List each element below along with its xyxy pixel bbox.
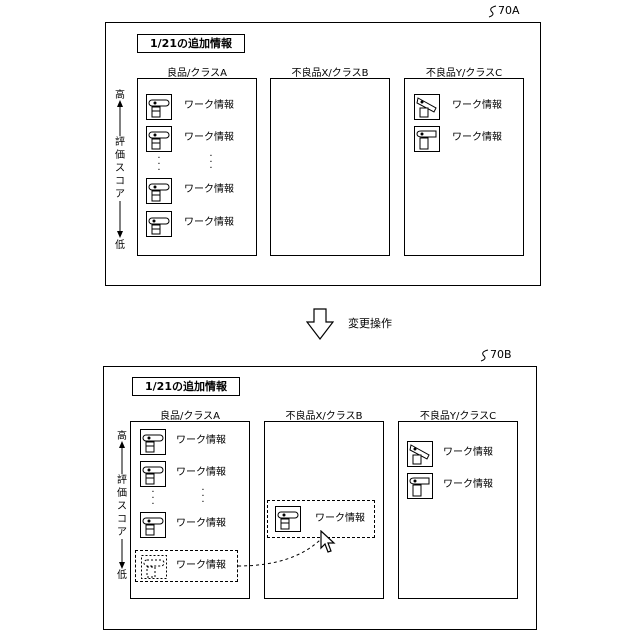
workpiece-icon (275, 506, 301, 532)
ellipsis-vertical: ··· (154, 156, 164, 174)
column-header-class-a: 良品/クラスA (137, 64, 257, 79)
leader-line-icon (486, 4, 498, 18)
leader-line-icon (478, 348, 490, 362)
work-info-label: ワーク情報 (443, 475, 493, 495)
work-info-label: ワーク情報 (184, 128, 234, 148)
ellipsis-vertical: ··· (148, 490, 158, 508)
column-header-class-b: 不良品X/クラスB (270, 64, 390, 79)
workpiece-icon (146, 94, 172, 120)
change-operation-label: 変更操作 (348, 315, 392, 331)
ellipsis-vertical: ··· (206, 154, 216, 172)
workpiece-icon (146, 178, 172, 204)
column-header-class-b: 不良品X/クラスB (264, 407, 384, 422)
date-badge: 1/21の追加情報 (132, 377, 240, 396)
axis-high-label: 高 (114, 86, 126, 101)
axis-high-label: 高 (116, 427, 128, 442)
defective-workpiece-icon (407, 441, 433, 467)
axis-score-label: 評価スコア (116, 474, 128, 539)
work-info-label: ワーク情報 (184, 180, 234, 200)
date-badge: 1/21の追加情報 (137, 34, 245, 53)
defective-workpiece-icon (414, 94, 440, 120)
reference-text: 70A (498, 4, 520, 17)
workpiece-icon (140, 429, 166, 455)
work-info-label: ワーク情報 (443, 443, 493, 463)
column-header-class-c: 不良品Y/クラスC (398, 407, 518, 422)
work-info-label: ワーク情報 (176, 556, 226, 576)
column-header-class-c: 不良品Y/クラスC (404, 64, 524, 79)
work-info-label: ワーク情報 (176, 514, 226, 534)
work-info-label: ワーク情報 (176, 431, 226, 451)
work-info-label: ワーク情報 (452, 128, 502, 148)
workpiece-icon (146, 211, 172, 237)
work-info-label: ワーク情報 (452, 96, 502, 116)
column-header-class-a: 良品/クラスA (130, 407, 250, 422)
reference-text: 70B (490, 348, 512, 361)
ellipsis-vertical: ··· (198, 488, 208, 506)
change-operation-arrow-icon (306, 308, 334, 340)
ghost-work-item[interactable]: ワーク情報 (135, 550, 238, 582)
work-info-label: ワーク情報 (184, 96, 234, 116)
work-info-label: ワーク情報 (184, 213, 234, 233)
workpiece-icon (140, 512, 166, 538)
reference-label-70b: 70B (478, 348, 512, 362)
work-info-label: ワーク情報 (315, 509, 365, 529)
workpiece-icon (146, 126, 172, 152)
column-class-b[interactable] (270, 78, 390, 256)
mouse-cursor-icon (320, 530, 338, 554)
workpiece-icon (140, 461, 166, 487)
reference-label-70a: 70A (486, 4, 520, 18)
defective-workpiece-icon (407, 473, 433, 499)
axis-score-label: 評価スコア (114, 136, 126, 201)
ghost-workpiece-icon (141, 555, 167, 579)
axis-low-label: 低 (114, 236, 126, 251)
work-info-label: ワーク情報 (176, 463, 226, 483)
defective-workpiece-icon (414, 126, 440, 152)
axis-low-label: 低 (116, 566, 128, 581)
